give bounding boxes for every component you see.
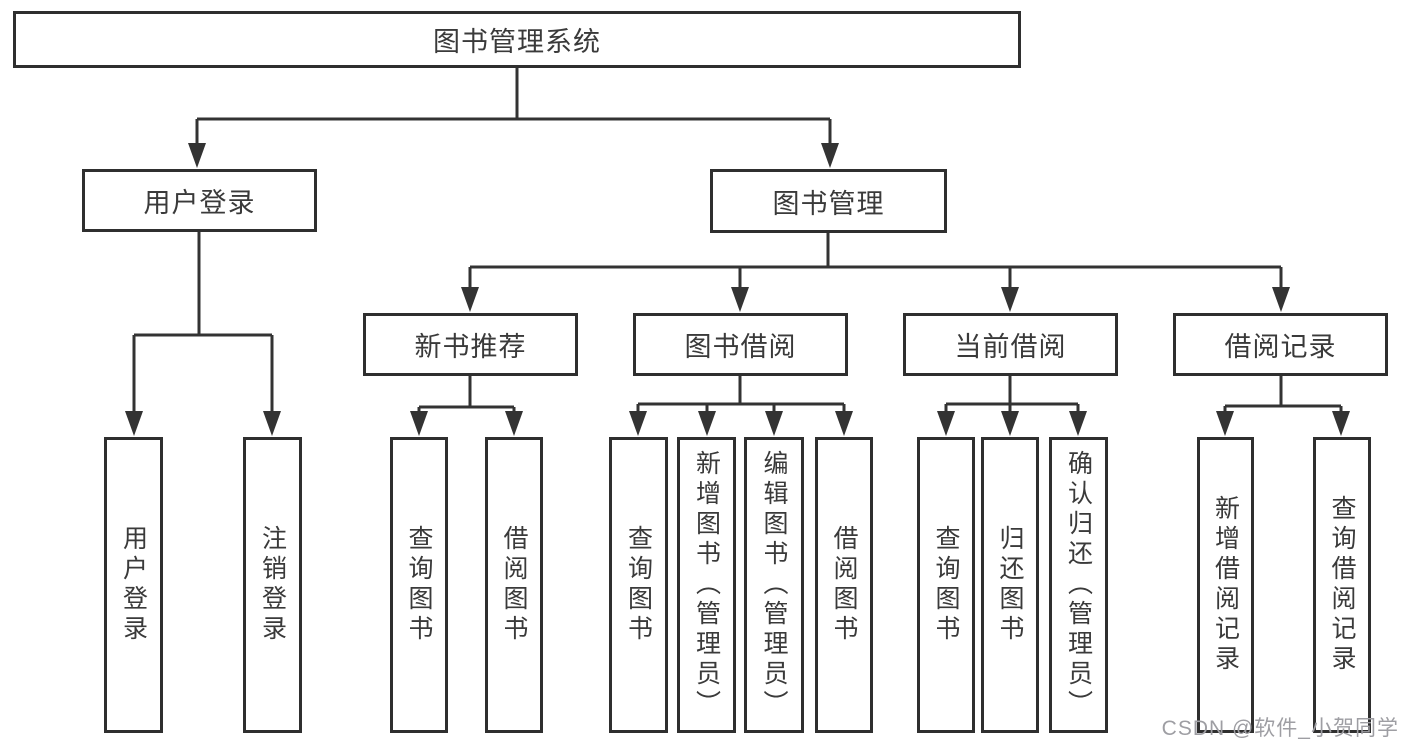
connector-current-subtree xyxy=(937,375,1087,436)
connector-records-subtree xyxy=(1216,375,1350,436)
leaf-current-confirm-admin-label: 确认归还（管理员） xyxy=(1064,450,1093,720)
leaf-record-query: 查询借阅记录 xyxy=(1313,437,1371,733)
connector-newbook-subtree xyxy=(410,375,523,436)
node-book-management: 图书管理 xyxy=(710,169,947,233)
leaf-current-query: 查询图书 xyxy=(917,437,975,733)
node-current-borrow-label: 当前借阅 xyxy=(954,332,1067,362)
leaf-newbook-query: 查询图书 xyxy=(390,437,448,733)
leaf-logout-label: 注销登录 xyxy=(258,525,287,645)
leaf-current-confirm-admin: 确认归还（管理员） xyxy=(1049,437,1108,733)
node-root: 图书管理系统 xyxy=(13,11,1021,68)
leaf-user-login-label: 用户登录 xyxy=(119,525,148,645)
leaf-borrow-edit-admin: 编辑图书（管理员） xyxy=(744,437,804,733)
leaf-record-add: 新增借阅记录 xyxy=(1197,437,1254,733)
leaf-borrow-book-label: 借阅图书 xyxy=(830,525,858,645)
leaf-record-add-label: 新增借阅记录 xyxy=(1211,495,1240,675)
node-user-login-label: 用户登录 xyxy=(143,188,256,218)
connector-management-to-level3 xyxy=(461,233,1290,312)
node-book-management-label: 图书管理 xyxy=(772,188,885,219)
leaf-newbook-borrow: 借阅图书 xyxy=(485,437,543,733)
leaf-current-return: 归还图书 xyxy=(981,437,1039,733)
node-borrow-records-label: 借阅记录 xyxy=(1224,332,1337,362)
node-book-borrow-label: 图书借阅 xyxy=(684,332,797,362)
leaf-current-query-label: 查询图书 xyxy=(932,525,960,645)
leaf-logout: 注销登录 xyxy=(243,437,302,733)
leaf-borrow-add-admin-label: 新增图书（管理员） xyxy=(692,450,721,720)
node-new-book-recommend-label: 新书推荐 xyxy=(414,332,527,362)
node-user-login: 用户登录 xyxy=(82,169,317,232)
leaf-borrow-edit-admin-label: 编辑图书（管理员） xyxy=(760,450,788,720)
leaf-borrow-book: 借阅图书 xyxy=(815,437,873,733)
node-current-borrow: 当前借阅 xyxy=(903,313,1118,376)
connector-borrow-subtree xyxy=(629,375,853,436)
leaf-current-return-label: 归还图书 xyxy=(996,525,1024,645)
leaf-newbook-query-label: 查询图书 xyxy=(405,525,433,645)
watermark: CSDN @软件_小贺同学 xyxy=(1161,717,1399,740)
leaf-user-login: 用户登录 xyxy=(104,437,163,733)
node-book-borrow: 图书借阅 xyxy=(633,313,848,376)
leaf-borrow-query-label: 查询图书 xyxy=(624,525,653,645)
leaf-borrow-add-admin: 新增图书（管理员） xyxy=(677,437,736,733)
node-root-label: 图书管理系统 xyxy=(433,27,601,57)
node-new-book-recommend: 新书推荐 xyxy=(363,313,578,376)
node-borrow-records: 借阅记录 xyxy=(1173,313,1388,376)
connector-root-to-level2 xyxy=(188,68,839,168)
leaf-record-query-label: 查询借阅记录 xyxy=(1328,495,1356,675)
leaf-borrow-query: 查询图书 xyxy=(609,437,668,733)
leaf-newbook-borrow-label: 借阅图书 xyxy=(500,525,528,645)
connector-login-subtree xyxy=(125,231,281,436)
